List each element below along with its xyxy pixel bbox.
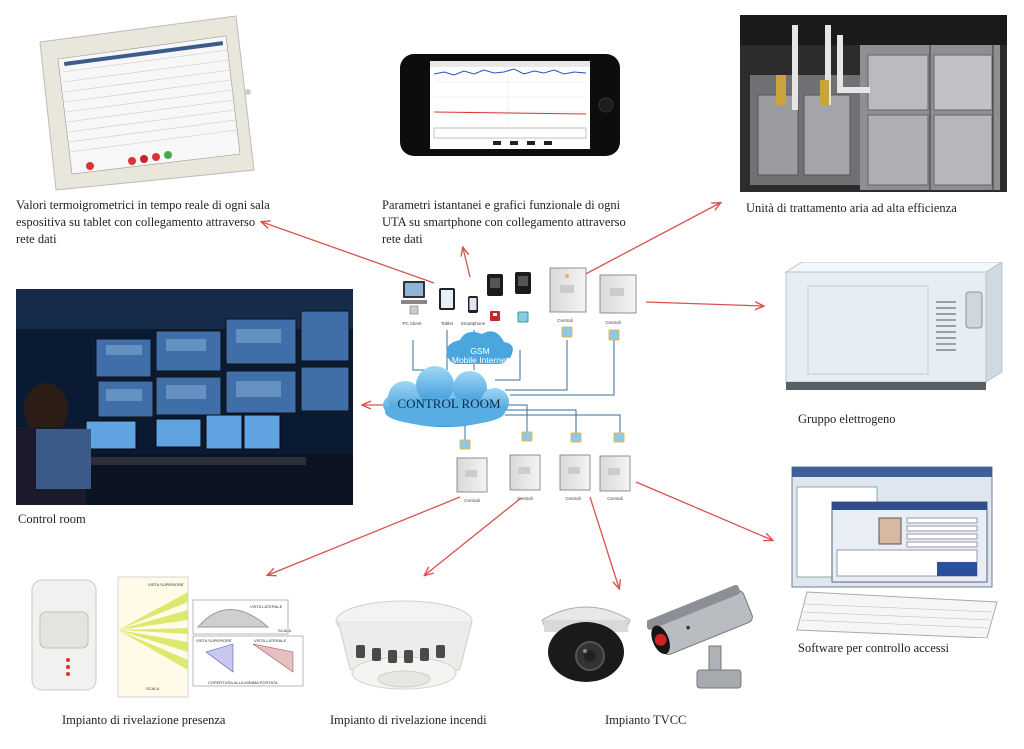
- tablet-caption: Valori termoigrometrici in tempo reale d…: [16, 198, 270, 246]
- control-room-photo: [16, 289, 353, 505]
- smartphone-caption: Parametri istantanei e grafici funzional…: [382, 198, 626, 246]
- central-unit-bottom-2: [509, 431, 541, 491]
- tablet-label: Tablet: [441, 321, 454, 326]
- central-label-bottom-3: Centrali: [565, 496, 581, 501]
- control-room-caption: Control room: [18, 512, 86, 526]
- central-unit-bottom-4: [599, 432, 631, 492]
- scale-label-2: SCALA: [278, 628, 291, 633]
- presence-detector-photo: VISTA SUPERIORE SCALA VISTA LATERALE SCA…: [31, 576, 304, 698]
- gsm-cloud: [446, 331, 513, 364]
- top-view-label: VISTA SUPERIORE: [148, 582, 184, 587]
- central-label-bottom-1: Centrali: [464, 498, 480, 503]
- flow-arrows: [262, 203, 772, 588]
- central-unit-top-1: [549, 267, 587, 338]
- pc-client-label: PC Client: [402, 321, 422, 326]
- smoke-detector-photo: [335, 600, 473, 690]
- uta-caption: Unità di trattamento aria ad alta effici…: [746, 201, 957, 215]
- tablet-device: [439, 288, 455, 310]
- scale-label-1: SCALA: [146, 686, 159, 691]
- fire-caption: Impianto di rivelazione incendi: [330, 713, 487, 727]
- smartphone-label: Smartphone: [461, 321, 486, 326]
- uta-photo: [740, 15, 1007, 192]
- side-view-label-2: VISTA LATERALE: [254, 638, 287, 643]
- smartphone-device: [468, 296, 478, 313]
- access-software-photo: [791, 466, 998, 638]
- side-view-label-1: VISTA LATERALE: [250, 604, 283, 609]
- access-software-caption: Software per controllo accessi: [798, 641, 949, 655]
- central-label-bottom-2: Centrali: [517, 496, 533, 501]
- central-unit-bottom-1: [456, 439, 488, 493]
- control-room-cloud-label: CONTROL ROOM: [397, 396, 501, 411]
- dome-camera-photo: [541, 606, 631, 682]
- tablet-photo: [39, 15, 255, 191]
- gsm-label-line2: Mobile Internet: [452, 355, 509, 365]
- generator-caption: Gruppo elettrogeno: [798, 412, 896, 426]
- control-room-cloud: [383, 366, 509, 427]
- smartphone-photo: [400, 54, 620, 156]
- top-view-label-2: VISTA SUPERIORE: [196, 638, 232, 643]
- central-label-top-2: Centrali: [605, 320, 621, 325]
- presence-caption: Impianto di rivelazione presenza: [62, 713, 226, 727]
- central-unit-bottom-3: [559, 432, 591, 491]
- central-label-top-1: Centrali: [557, 318, 573, 323]
- central-label-bottom-4: Centrali: [607, 496, 623, 501]
- pc-client-device: [401, 281, 427, 315]
- tvcc-caption: Impianto TVCC: [605, 713, 687, 727]
- coverage-label: COPERTURA ALLA MINIMA PORTATA: [208, 680, 278, 685]
- bullet-camera-photo: [647, 584, 753, 689]
- generator-photo: [784, 262, 1003, 390]
- central-unit-top-2: [599, 274, 637, 341]
- wall-panel-devices: [487, 272, 531, 323]
- gsm-label-line1: GSM: [470, 346, 489, 356]
